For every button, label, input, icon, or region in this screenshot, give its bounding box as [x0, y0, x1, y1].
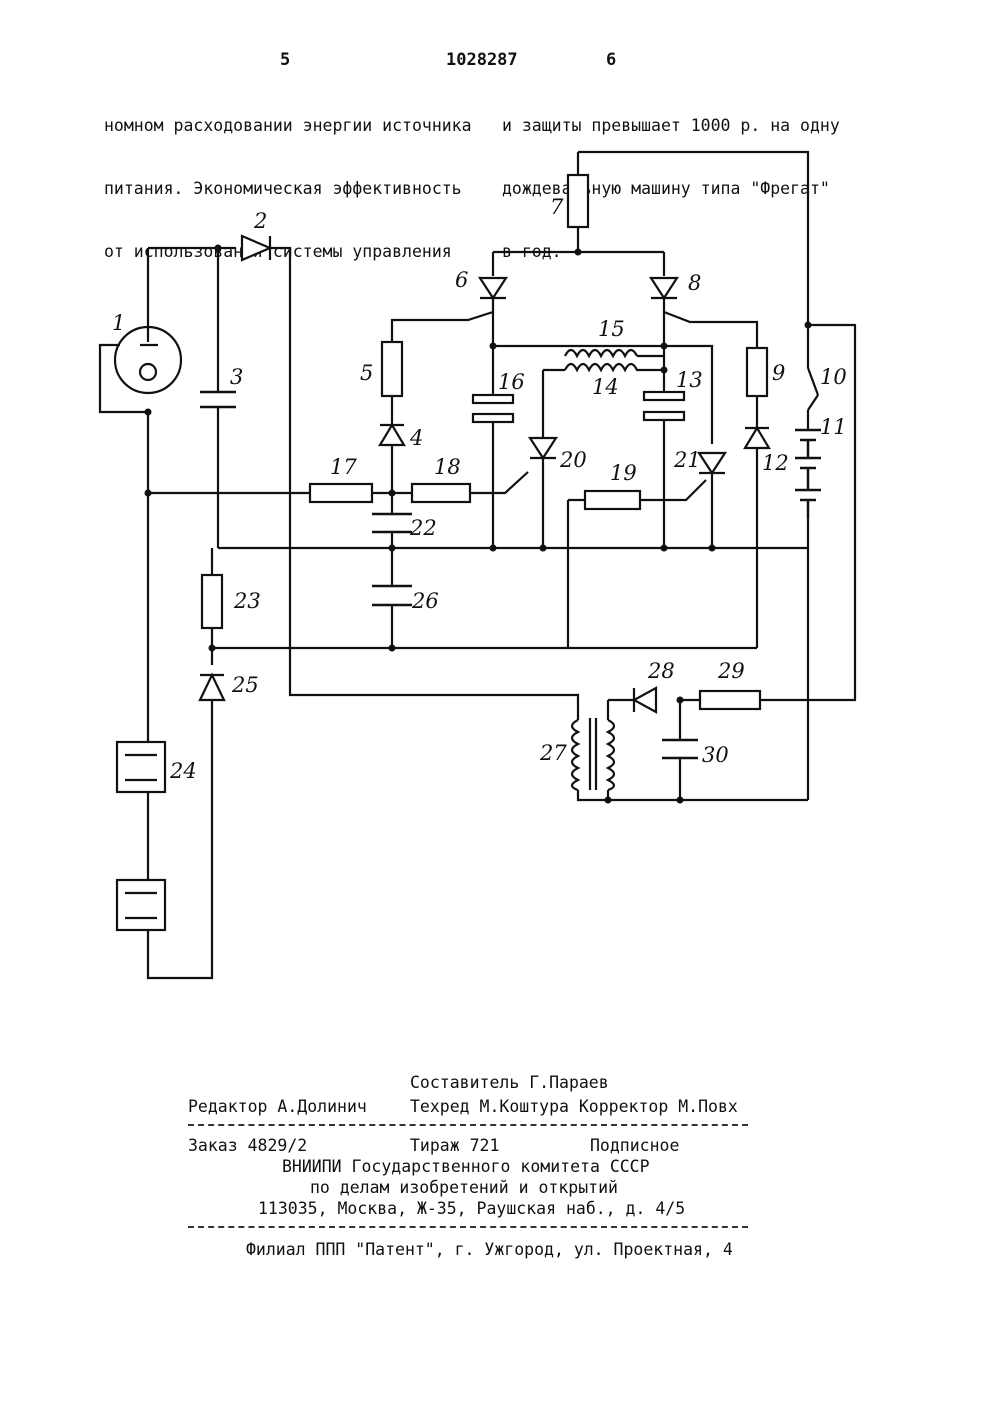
label-11: 11 [820, 415, 847, 439]
label-24: 24 [169, 759, 197, 783]
inductors [565, 350, 664, 370]
resistors [202, 175, 767, 709]
wires [100, 152, 855, 978]
label-1: 1 [112, 311, 125, 335]
battery-11 [795, 430, 821, 518]
transformer-27 [572, 700, 634, 790]
label-12: 12 [762, 451, 789, 475]
label-26: 26 [411, 589, 439, 613]
label-22: 22 [409, 516, 437, 540]
label-23: 23 [233, 589, 261, 613]
label-20: 20 [559, 448, 587, 472]
address: 113035, Москва, Ж-35, Раушская наб., д. … [258, 1199, 685, 1218]
label-27: 27 [539, 741, 567, 765]
sensor-boxes [117, 742, 165, 930]
label-7: 7 [550, 195, 564, 219]
print-run: Тираж 721 [410, 1136, 499, 1155]
label-30: 30 [702, 743, 729, 767]
tech-corrector: Техред М.Коштура Корректор М.Повх [410, 1097, 738, 1116]
label-10: 10 [820, 365, 847, 389]
electrolytic-capacitors [473, 392, 684, 422]
label-6: 6 [455, 268, 468, 292]
label-8: 8 [688, 271, 701, 295]
capacitors [200, 392, 698, 758]
switch-10 [808, 332, 818, 395]
label-29: 29 [717, 659, 745, 683]
editor: Редактор А.Долинич [188, 1097, 367, 1116]
label-25: 25 [231, 673, 259, 697]
circuit-schematic: 1 2 3 4 5 6 7 8 9 10 11 12 13 14 15 16 1… [0, 0, 1000, 1060]
label-19: 19 [610, 461, 637, 485]
diodes [200, 236, 769, 712]
organization-line-1: ВНИИПИ Государственного комитета СССР [282, 1157, 650, 1176]
label-3: 3 [230, 365, 243, 389]
label-16: 16 [498, 370, 525, 394]
divider [188, 1124, 748, 1126]
label-18: 18 [434, 455, 461, 479]
label-4: 4 [409, 426, 423, 450]
compiler: Составитель Г.Параев [410, 1073, 609, 1092]
divider [188, 1226, 748, 1228]
order-number: Заказ 4829/2 [188, 1136, 307, 1155]
subscription: Подписное [590, 1136, 679, 1155]
label-2: 2 [253, 209, 267, 233]
label-17: 17 [330, 455, 357, 479]
label-15: 15 [598, 317, 625, 341]
label-13: 13 [676, 368, 703, 392]
label-28: 28 [647, 659, 675, 683]
label-21: 21 [673, 448, 701, 472]
label-14: 14 [592, 375, 619, 399]
label-5: 5 [360, 361, 373, 385]
branch: Филиал ППП "Патент", г. Ужгород, ул. Про… [246, 1240, 733, 1259]
organization-line-2: по делам изобретений и открытий [310, 1178, 618, 1197]
label-9: 9 [772, 361, 785, 385]
